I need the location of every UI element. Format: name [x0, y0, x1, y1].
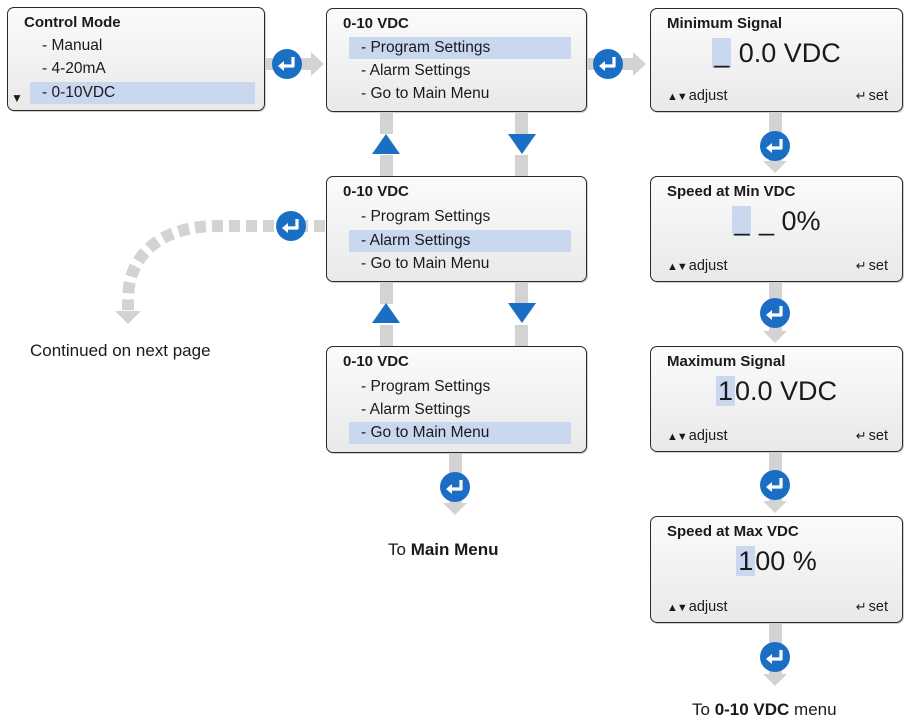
minimum-signal-screen: Minimum Signal _ 0.0 VDC ▲▼adjust ↵set	[650, 8, 903, 112]
menu-item-program-settings[interactable]: - Program Settings	[361, 378, 491, 395]
set-hint: ↵set	[855, 88, 888, 104]
menu-item-program-settings[interactable]: - Program Settings	[361, 208, 491, 225]
connector-control-to-menu	[265, 47, 324, 81]
menu-item-go-to-main-menu[interactable]: - Go to Main Menu	[361, 85, 490, 102]
menu-item-go-to-main-menu[interactable]: - Go to Main Menu	[361, 255, 490, 272]
screen-title: Maximum Signal	[667, 353, 786, 370]
up-arrow-icon	[372, 303, 400, 323]
vdc-menu-screen-alarm: 0-10 VDC - Program Settings - Alarm Sett…	[326, 176, 587, 282]
enter-icon	[591, 47, 625, 81]
value-text: _ 0%	[751, 206, 821, 236]
nav-up-arrow-2	[372, 282, 400, 346]
menu-item-go-to-main-menu[interactable]: - Go to Main Menu	[349, 422, 571, 444]
enter-icon: ↵	[855, 599, 867, 614]
adjust-hint: ▲▼adjust	[667, 428, 728, 444]
setting-value: _ 0.0 VDC	[651, 38, 902, 69]
main-menu-label: Main Menu	[410, 540, 499, 559]
enter-icon: ↵	[855, 258, 867, 273]
enter-icon	[438, 470, 472, 504]
screen-title: Minimum Signal	[667, 15, 783, 32]
connector-menu-to-min-signal	[587, 47, 646, 81]
enter-icon: ↵	[855, 428, 867, 443]
enter-icon	[270, 47, 304, 81]
continued-caption: Continued on next page	[30, 341, 211, 360]
setting-value: _ _ 0%	[651, 206, 902, 237]
setting-value: 100 %	[651, 546, 902, 577]
menu-item-alarm-settings[interactable]: - Alarm Settings	[361, 62, 471, 79]
screen-title: Control Mode	[24, 14, 121, 31]
menu-item-manual[interactable]: - Manual	[42, 37, 103, 54]
enter-icon	[758, 468, 792, 502]
enter-icon	[758, 129, 792, 163]
value-text: 0.0 VDC	[734, 376, 838, 406]
connector-max-signal-to-speed-max	[758, 452, 792, 513]
enter-icon	[758, 296, 792, 330]
vdc-menu-screen-program: 0-10 VDC - Program Settings - Alarm Sett…	[326, 8, 587, 112]
menu-item-0-10vdc[interactable]: - 0-10VDC	[30, 82, 255, 104]
to-main-menu-caption: To Main Menu	[388, 540, 499, 559]
up-down-icon: ▲▼	[667, 431, 688, 443]
up-down-icon: ▲▼	[667, 91, 688, 103]
nav-up-arrow-1	[372, 112, 400, 176]
screen-title: 0-10 VDC	[343, 183, 409, 200]
edit-cursor: 1	[715, 376, 735, 406]
enter-icon: ↵	[855, 88, 867, 103]
speed-at-max-vdc-screen: Speed at Max VDC 100 % ▲▼adjust ↵set	[650, 516, 903, 623]
edit-cursor: _	[712, 38, 732, 68]
connector-min-signal-to-speed-min	[758, 112, 792, 173]
enter-icon	[274, 209, 308, 243]
vdc-menu-label: 0-10 VDC	[714, 700, 790, 719]
scroll-down-icon: ▼	[11, 91, 23, 105]
down-arrow-icon	[508, 134, 536, 154]
edit-cursor: _	[732, 206, 752, 236]
connector-speed-min-to-max-signal	[758, 282, 792, 343]
screen-title: 0-10 VDC	[343, 353, 409, 370]
screen-title: 0-10 VDC	[343, 15, 409, 32]
to-vdc-menu-caption: To 0-10 VDC menu	[692, 700, 837, 719]
enter-icon	[758, 640, 792, 674]
screen-title: Speed at Min VDC	[667, 183, 796, 200]
adjust-hint: ▲▼adjust	[667, 599, 728, 615]
setting-value: 10.0 VDC	[651, 376, 902, 407]
menu-item-4-20ma[interactable]: - 4-20mA	[42, 60, 106, 77]
adjust-hint: ▲▼adjust	[667, 258, 728, 274]
speed-at-min-vdc-screen: Speed at Min VDC _ _ 0% ▲▼adjust ↵set	[650, 176, 903, 282]
value-text: 0.0 VDC	[731, 38, 841, 68]
connector-alarm-to-next-page	[115, 209, 325, 324]
nav-down-arrow-1	[508, 112, 536, 176]
edit-cursor: 1	[736, 546, 756, 576]
menu-item-alarm-settings[interactable]: - Alarm Settings	[349, 230, 571, 252]
value-text: 00 %	[755, 546, 817, 576]
down-arrow-icon	[508, 303, 536, 323]
set-hint: ↵set	[855, 428, 888, 444]
vdc-menu-screen-main: 0-10 VDC - Program Settings - Alarm Sett…	[326, 346, 587, 453]
set-hint: ↵set	[855, 599, 888, 615]
up-arrow-icon	[372, 134, 400, 154]
up-down-icon: ▲▼	[667, 602, 688, 614]
up-down-icon: ▲▼	[667, 261, 688, 273]
set-hint: ↵set	[855, 258, 888, 274]
screen-title: Speed at Max VDC	[667, 523, 799, 540]
maximum-signal-screen: Maximum Signal 10.0 VDC ▲▼adjust ↵set	[650, 346, 903, 452]
connector-speed-max-to-menu	[758, 623, 792, 686]
control-mode-screen: Control Mode - Manual - 4-20mA - 0-10VDC…	[7, 7, 265, 111]
connector-to-main-menu	[438, 453, 472, 515]
menu-item-program-settings[interactable]: - Program Settings	[349, 37, 571, 59]
menu-item-alarm-settings[interactable]: - Alarm Settings	[361, 401, 471, 418]
adjust-hint: ▲▼adjust	[667, 88, 728, 104]
nav-down-arrow-2	[508, 282, 536, 346]
